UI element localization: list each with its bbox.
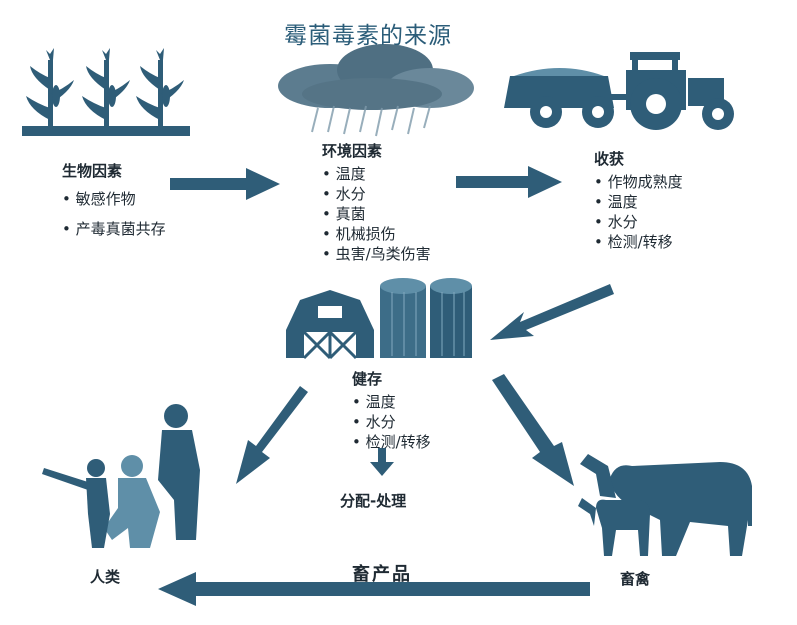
storage-item: 温度 [352,392,431,412]
biological-item: 产毒真菌共存 [62,219,166,239]
biological-heading: 生物因素 [62,162,123,180]
harvest-item: 温度 [594,192,683,212]
harvest-item: 水分 [594,212,683,232]
arrow-harvest-to-storage [490,284,614,340]
environment-factors-block: 环境因素 温度 水分 真菌 机械损伤 虫害/鸟类伤害 [322,140,431,264]
harvest-item: 检测/转移 [594,232,683,252]
environment-item: 温度 [322,164,431,184]
environment-item: 水分 [322,184,431,204]
tractor-icon [504,52,734,130]
arrow-bio-to-env [170,168,280,200]
corn-plant-1-icon [26,48,74,128]
crouching-figure-icon [104,455,160,548]
arrow-storage-to-humans [236,386,308,484]
rain-cloud-icon [278,44,474,137]
harvest-block: 收获 作物成熟度 温度 水分 检测/转移 [594,148,683,252]
storage-item: 检测/转移 [352,432,431,452]
storage-block: 健存 温度 水分 检测/转移 [352,368,431,452]
storage-item: 水分 [352,412,431,432]
corn-plant-2-icon [82,48,130,128]
silos-icon [380,278,472,358]
livestock-icon [578,454,752,556]
harvest-item: 作物成熟度 [594,172,683,192]
arrow-products-to-humans [158,572,590,606]
calf-icon [578,498,650,556]
adult-figure-icon [158,404,200,540]
arrow-storage-to-distribution [370,448,394,476]
people-icon [42,404,200,548]
environment-item: 机械损伤 [322,224,431,244]
environment-item: 真菌 [322,204,431,224]
corn-crops-icon [22,48,190,136]
arrow-env-to-harvest [456,166,562,198]
biological-item: 敏感作物 [62,189,166,209]
animal-products-label: 畜产品 [352,564,412,585]
arrow-storage-to-livestock [492,374,574,486]
environment-heading: 环境因素 [322,142,383,160]
distribution-label: 分配-处理 [340,492,407,510]
harvest-heading: 收获 [594,150,625,168]
environment-item: 虫害/鸟类伤害 [322,244,431,264]
storage-heading: 健存 [352,370,383,388]
barn-icon [286,290,374,360]
diagram-title: 霉菌毒素的来源 [284,23,452,49]
livestock-label: 畜禽 [620,570,651,588]
child-pointing-icon [42,459,110,548]
humans-label: 人类 [90,568,121,586]
biological-factors-block: 生物因素 敏感作物 产毒真菌共存 [62,160,166,239]
cow-icon [580,454,752,556]
arrows [158,166,614,606]
corn-plant-3-icon [136,48,184,128]
